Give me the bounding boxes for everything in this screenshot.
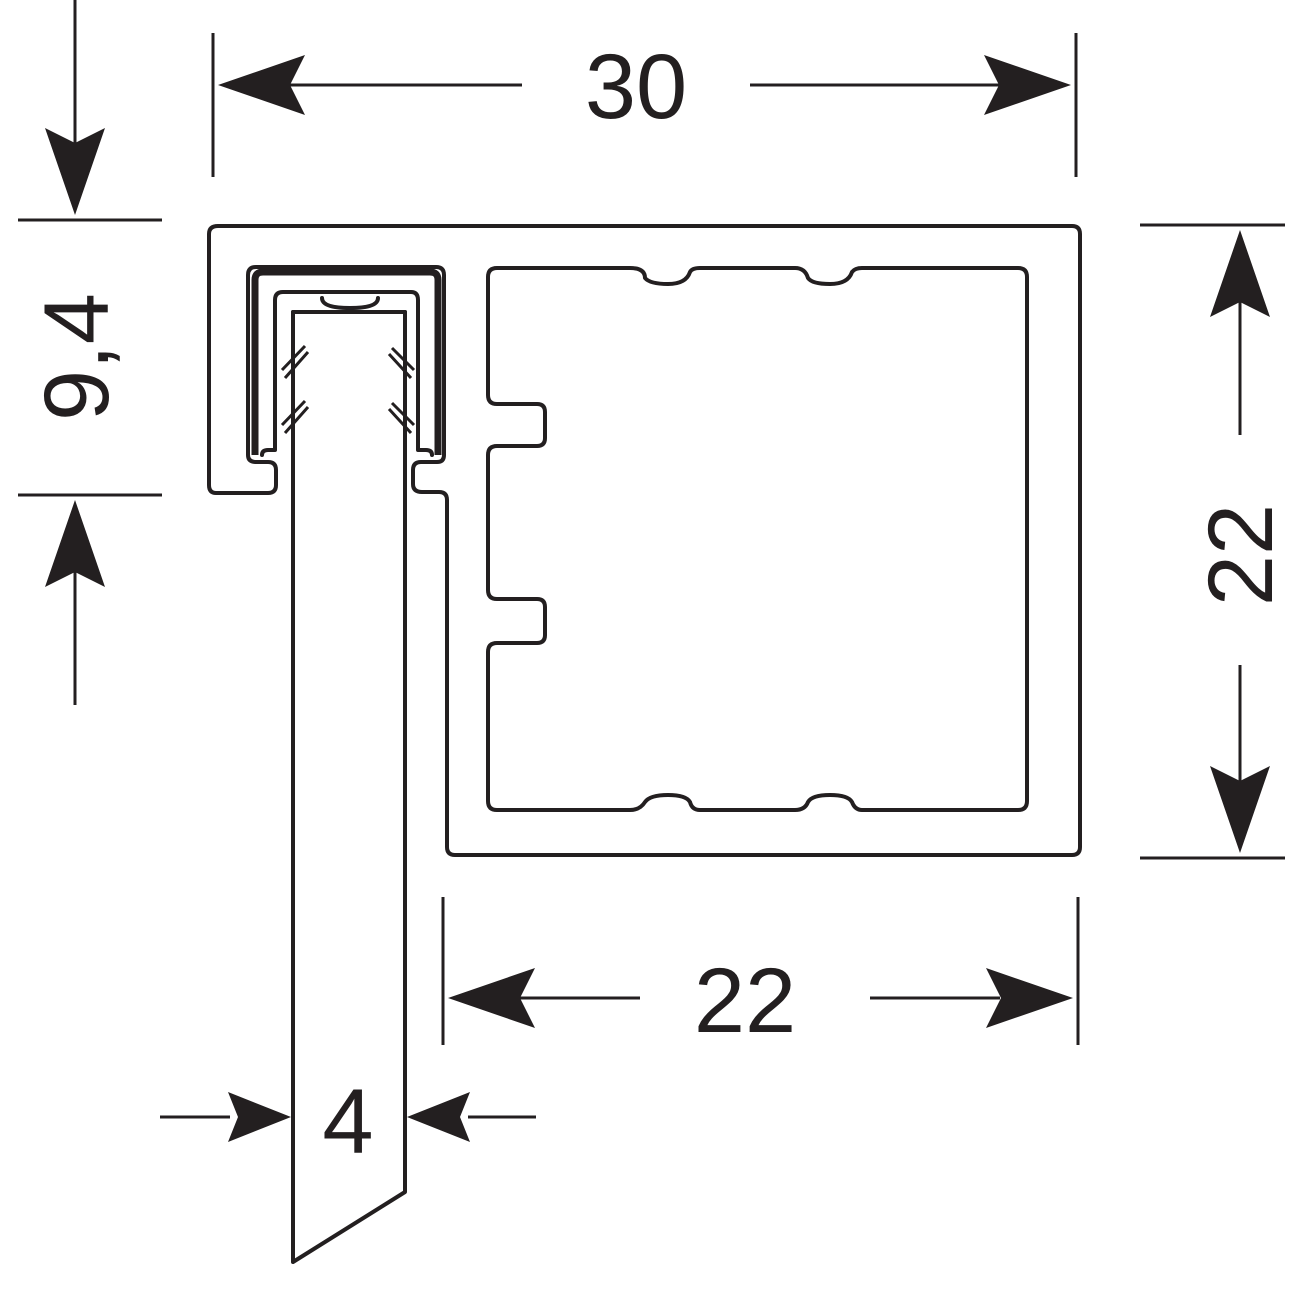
arrowhead-up-icon xyxy=(1210,230,1270,317)
dimension-22-vertical: 22 xyxy=(1140,223,1292,860)
clip-pad xyxy=(320,296,380,310)
dimension-30: 30 xyxy=(211,33,1078,177)
gasket-fins xyxy=(280,344,416,435)
arrowhead-left-icon xyxy=(448,968,535,1028)
dimension-label-22-horizontal: 22 xyxy=(694,950,796,1052)
arrowhead-left-icon xyxy=(407,1092,470,1142)
channel-lining xyxy=(251,268,442,455)
channel-inner-edge xyxy=(260,290,434,457)
dimension-9-4: 9,4 xyxy=(18,0,162,705)
dimension-label-9-4: 9,4 xyxy=(26,293,128,421)
arrowhead-right-icon xyxy=(986,968,1073,1028)
dimension-label-4: 4 xyxy=(322,1071,373,1173)
inner-chamber-outline xyxy=(486,266,1029,812)
arrowhead-right-icon xyxy=(228,1092,291,1142)
arrowhead-right-icon xyxy=(984,55,1071,115)
arrowhead-up-icon xyxy=(45,500,105,587)
arrowhead-down-icon xyxy=(1210,766,1270,853)
arrowhead-left-icon xyxy=(218,55,305,115)
arrowhead-down-icon xyxy=(45,128,105,215)
dimension-label-22-vertical: 22 xyxy=(1190,504,1292,606)
outer-profile-outline xyxy=(207,224,1082,857)
dimension-22-horizontal: 22 xyxy=(441,897,1080,1052)
dimension-4: 4 xyxy=(160,1071,536,1173)
dimension-label-30: 30 xyxy=(585,36,687,138)
